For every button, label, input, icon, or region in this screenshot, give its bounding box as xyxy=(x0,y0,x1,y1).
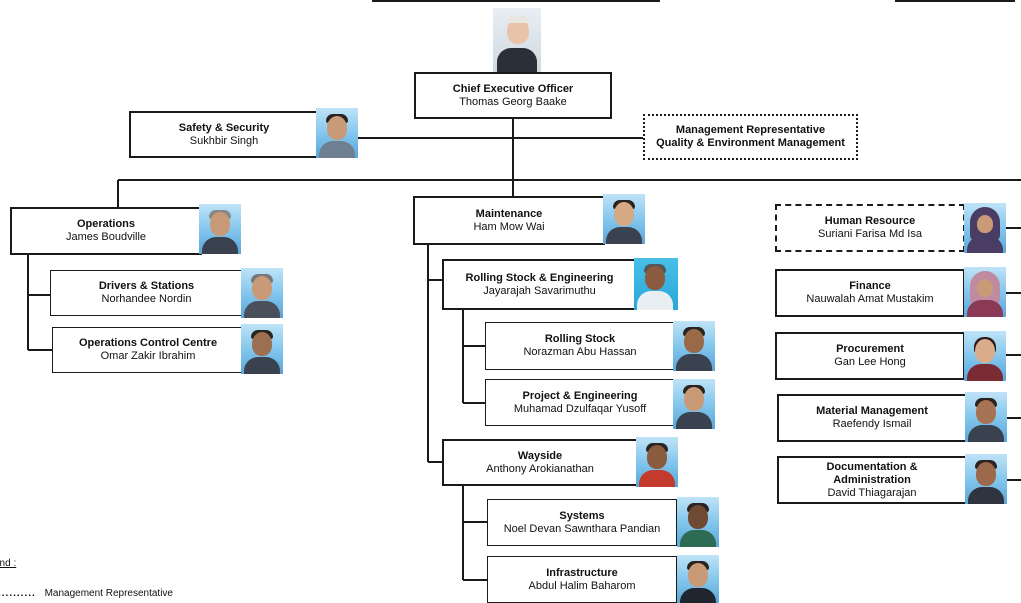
finance-name: Nauwalah Amat Mustakim xyxy=(806,293,934,305)
systems-title: Systems xyxy=(559,509,605,522)
wayside-name: Anthony Arokianathan xyxy=(486,462,594,475)
operations-photo xyxy=(199,204,241,254)
finance-box[interactable]: Finance Nauwalah Amat Mustakim xyxy=(775,269,965,317)
rolling-stock-engineering-box[interactable]: Rolling Stock & Engineering Jayarajah Sa… xyxy=(442,259,637,310)
drivers-stations-box[interactable]: Drivers & Stations Norhandee Nordin xyxy=(50,270,243,316)
ceo-name: Thomas Georg Baake xyxy=(459,95,567,108)
ceo-title: Chief Executive Officer xyxy=(452,82,574,95)
wayside-photo xyxy=(636,437,678,487)
finance-photo xyxy=(964,267,1006,317)
human-resource-box[interactable]: Human Resource Suriani Farisa Md Isa xyxy=(775,204,965,252)
finance-title: Finance xyxy=(849,280,891,292)
occ-photo xyxy=(241,324,283,374)
wayside-title: Wayside xyxy=(517,449,563,462)
material-title: Material Management xyxy=(816,405,928,417)
drivers-title: Drivers & Stations xyxy=(98,280,195,292)
rolling-stock-box[interactable]: Rolling Stock Norazman Abu Hassan xyxy=(485,322,675,370)
operations-name: James Boudville xyxy=(65,231,147,243)
management-representative-box[interactable]: Management Representative Quality & Envi… xyxy=(643,114,858,160)
hr-title: Human Resource xyxy=(824,215,916,227)
infra-name: Abdul Halim Baharom xyxy=(528,579,636,592)
maintenance-box[interactable]: Maintenance Ham Mow Wai xyxy=(413,196,605,245)
procurement-title: Procurement xyxy=(836,343,904,355)
project-title: Project & Engineering xyxy=(522,389,638,402)
project-engineering-box[interactable]: Project & Engineering Muhamad Dzulfaqar … xyxy=(485,379,675,426)
hr-name: Suriani Farisa Md Isa xyxy=(818,228,922,240)
hr-photo xyxy=(964,203,1006,253)
safety-security-box[interactable]: Safety & Security Sukhbir Singh xyxy=(129,111,319,158)
material-management-box[interactable]: Material Management Raefendy Ismail xyxy=(777,394,967,442)
systems-box[interactable]: Systems Noel Devan Sawnthara Pandian xyxy=(487,499,677,546)
documentation-administration-box[interactable]: Documentation & Administration David Thi… xyxy=(777,456,967,504)
procurement-name: Gan Lee Hong xyxy=(834,356,906,368)
safety-photo xyxy=(316,108,358,158)
project-name: Muhamad Dzulfaqar Yusoff xyxy=(513,402,647,415)
rolling-photo xyxy=(673,321,715,371)
material-name: Raefendy Ismail xyxy=(832,418,912,430)
ceo-box[interactable]: Chief Executive Officer Thomas Georg Baa… xyxy=(414,72,612,119)
infra-photo xyxy=(677,555,719,603)
project-photo xyxy=(673,379,715,429)
ceo-photo xyxy=(493,8,541,72)
material-photo xyxy=(965,392,1007,442)
infra-title: Infrastructure xyxy=(546,566,618,579)
procurement-photo xyxy=(964,331,1006,381)
systems-photo xyxy=(677,497,719,547)
operations-box[interactable]: Operations James Boudville xyxy=(10,207,202,255)
docs-photo xyxy=(965,454,1007,504)
rolling-title: Rolling Stock xyxy=(544,333,616,345)
safety-name: Sukhbir Singh xyxy=(189,134,259,147)
rse-title: Rolling Stock & Engineering xyxy=(465,271,614,284)
legend-entry: .......... Management Representative xyxy=(0,588,173,599)
rolling-name: Norazman Abu Hassan xyxy=(523,346,637,358)
docs-name: David Thiagarajan xyxy=(827,486,917,499)
legend-label: Management Representative xyxy=(44,588,173,599)
legend-dotted-line: .......... xyxy=(0,588,36,599)
maintenance-title: Maintenance xyxy=(475,207,543,220)
drivers-name: Norhandee Nordin xyxy=(101,293,192,305)
legend-title: end : xyxy=(0,558,17,569)
operations-control-centre-box[interactable]: Operations Control Centre Omar Zakir Ibr… xyxy=(52,327,244,373)
drivers-photo xyxy=(241,268,283,318)
safety-title: Safety & Security xyxy=(178,121,270,134)
docs-title-line1: Documentation & xyxy=(826,460,918,473)
rse-name: Jayarajah Savarimuthu xyxy=(483,284,596,297)
wayside-box[interactable]: Wayside Anthony Arokianathan xyxy=(442,439,638,486)
mgmt-rep-subtitle: Quality & Environment Management xyxy=(656,137,845,149)
procurement-box[interactable]: Procurement Gan Lee Hong xyxy=(775,332,965,380)
infrastructure-box[interactable]: Infrastructure Abdul Halim Baharom xyxy=(487,556,677,603)
operations-title: Operations xyxy=(76,218,136,230)
occ-name: Omar Zakir Ibrahim xyxy=(100,350,196,362)
occ-title: Operations Control Centre xyxy=(78,337,218,349)
systems-name: Noel Devan Sawnthara Pandian xyxy=(503,522,661,535)
docs-title-line2: Administration xyxy=(833,473,911,486)
mgmt-rep-title: Management Representative xyxy=(675,124,826,136)
maintenance-name: Ham Mow Wai xyxy=(473,220,545,233)
rse-photo xyxy=(634,258,678,310)
maintenance-photo xyxy=(603,194,645,244)
